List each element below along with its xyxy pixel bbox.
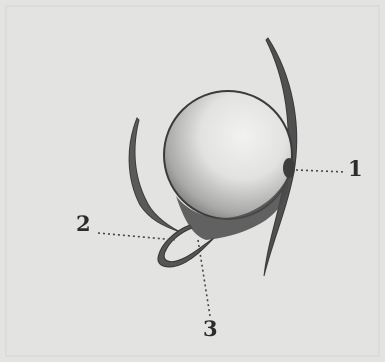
leader-line-2	[98, 233, 176, 240]
structure-1-mark	[283, 158, 295, 178]
label-3: 3	[203, 318, 218, 339]
label-2: 2	[76, 213, 91, 234]
leader-line-3	[198, 240, 210, 316]
label-1: 1	[348, 158, 363, 179]
leader-line-1	[296, 170, 346, 172]
